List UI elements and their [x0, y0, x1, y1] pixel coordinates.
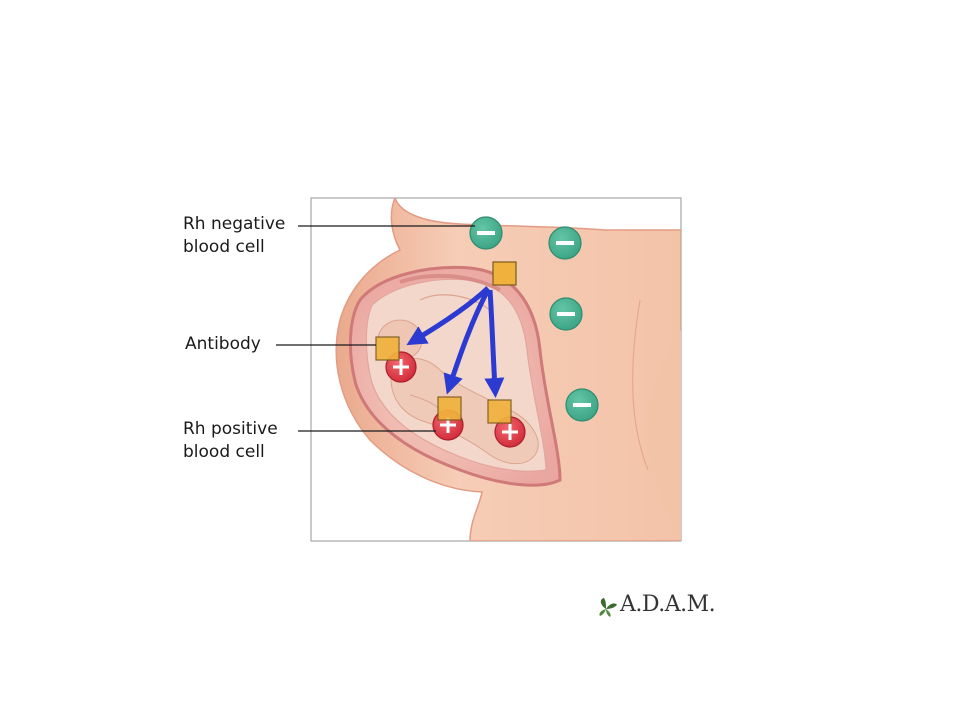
adam-leaf-icon	[599, 598, 617, 617]
minus-icon	[557, 312, 575, 316]
rh-negative-cell	[469, 216, 503, 250]
arrow-to-antibody-right	[484, 289, 505, 398]
rh-positive-label-line2: blood cell	[183, 442, 265, 462]
rh-negative-cell	[565, 388, 599, 422]
antibody-square	[375, 336, 400, 361]
adam-logo-text: A.D.A.M.	[620, 591, 716, 617]
minus-icon	[573, 403, 591, 407]
rh-negative-cell	[548, 226, 582, 260]
plus-icon	[393, 359, 409, 375]
arrow-to-antibody-left	[406, 286, 490, 346]
rh-negative-label: Rh negative blood cell	[183, 213, 285, 259]
antibody-square	[492, 261, 517, 286]
rh-negative-cell	[549, 297, 583, 331]
minus-icon	[556, 241, 574, 245]
rh-positive-cell	[494, 416, 526, 448]
rh-negative-label-line2: blood cell	[183, 237, 265, 257]
arrow-to-antibody-middle	[443, 288, 491, 395]
antibody-label: Antibody	[185, 334, 261, 354]
rh-negative-label-line1: Rh negative	[183, 214, 286, 234]
rh-positive-label: Rh positive blood cell	[183, 418, 278, 464]
rh-positive-label-line1: Rh positive	[183, 419, 278, 439]
antibody-square	[437, 396, 462, 421]
antibody-square	[487, 399, 512, 424]
plus-icon	[502, 424, 518, 440]
antibody-transfer-arrows	[406, 286, 505, 398]
adam-logo: A.D.A.M.	[596, 590, 716, 618]
minus-icon	[477, 231, 495, 235]
